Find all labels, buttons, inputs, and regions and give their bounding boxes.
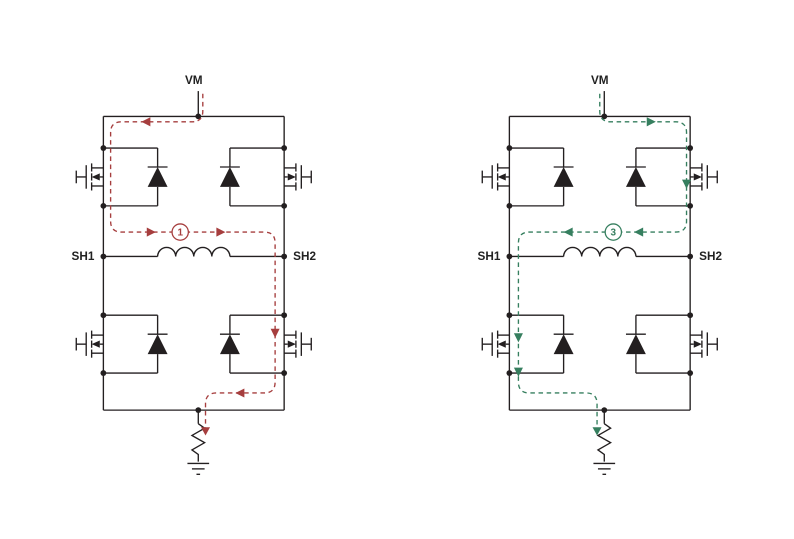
arrow-down-icon (592, 427, 602, 436)
h-bridge-icon (77, 91, 312, 474)
path-number-badge (171, 223, 190, 241)
arrow-down-icon (271, 328, 281, 338)
sh2-label: SH2 (294, 250, 317, 263)
arrow-left-icon (141, 117, 151, 127)
path-number-badge (604, 223, 623, 241)
arrow-down-icon (682, 179, 692, 189)
arrow-down-icon (513, 367, 523, 377)
sh2-label: SH2 (699, 250, 722, 263)
path-number: 1 (178, 228, 184, 239)
sh1-label: SH1 (72, 250, 95, 263)
arrow-left-icon (563, 227, 573, 237)
vm-label: VM (591, 74, 609, 87)
current-path-1 (110, 93, 281, 436)
path-number: 3 (611, 228, 617, 239)
arrow-down-icon (513, 333, 523, 343)
arrow-left-icon (235, 388, 245, 398)
arrow-right-icon (147, 227, 157, 237)
h-bridge-circuit-left: 1 VM SH1 SH2 (72, 74, 317, 496)
arrow-left-icon (634, 227, 644, 237)
h-bridge-circuit-right: 3 VM SH1 SH2 (478, 74, 722, 496)
current-path-3 (513, 93, 692, 436)
vm-label: VM (185, 74, 203, 87)
arrow-right-icon (646, 117, 656, 127)
h-bridge-icon (482, 91, 717, 474)
arrow-down-icon (201, 427, 211, 436)
sh1-label: SH1 (478, 250, 501, 263)
arrow-right-icon (216, 227, 226, 237)
